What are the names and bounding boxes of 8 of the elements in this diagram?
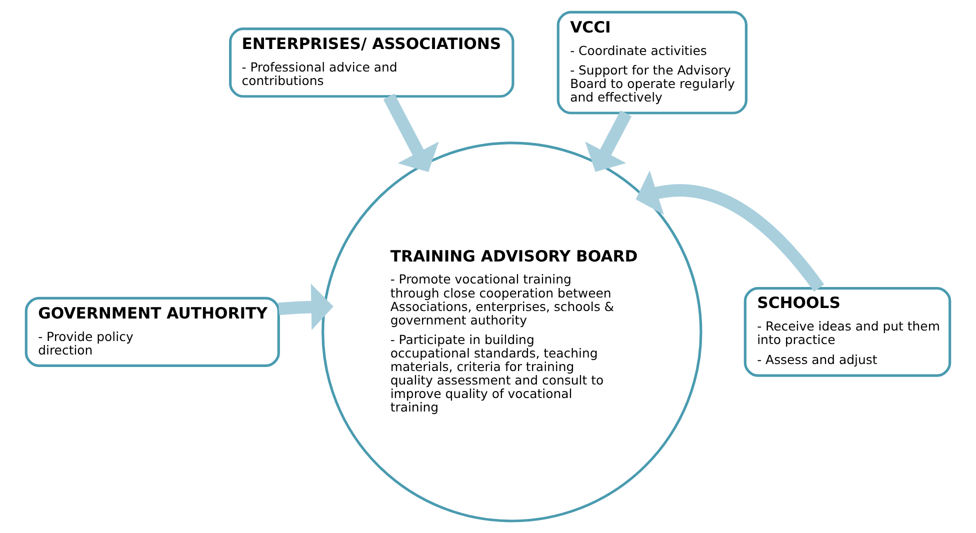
arrow <box>278 284 334 330</box>
arrow <box>585 110 632 172</box>
arrow <box>383 94 439 172</box>
node-box: GOVERNMENT AUTHORITY - Provide policy direction <box>24 296 280 368</box>
node-box: VCCI - Coordinate activities - Support for the Advisory Board to operate regularly and effectively <box>556 10 748 114</box>
node-box: ENTERPRISES/ ASSOCIATIONS - Professional advice and contributions <box>229 28 514 98</box>
node-box: SCHOOLS - Receive ideas and put them into practice - Assess and adjust <box>744 287 952 377</box>
arrow <box>636 170 824 292</box>
